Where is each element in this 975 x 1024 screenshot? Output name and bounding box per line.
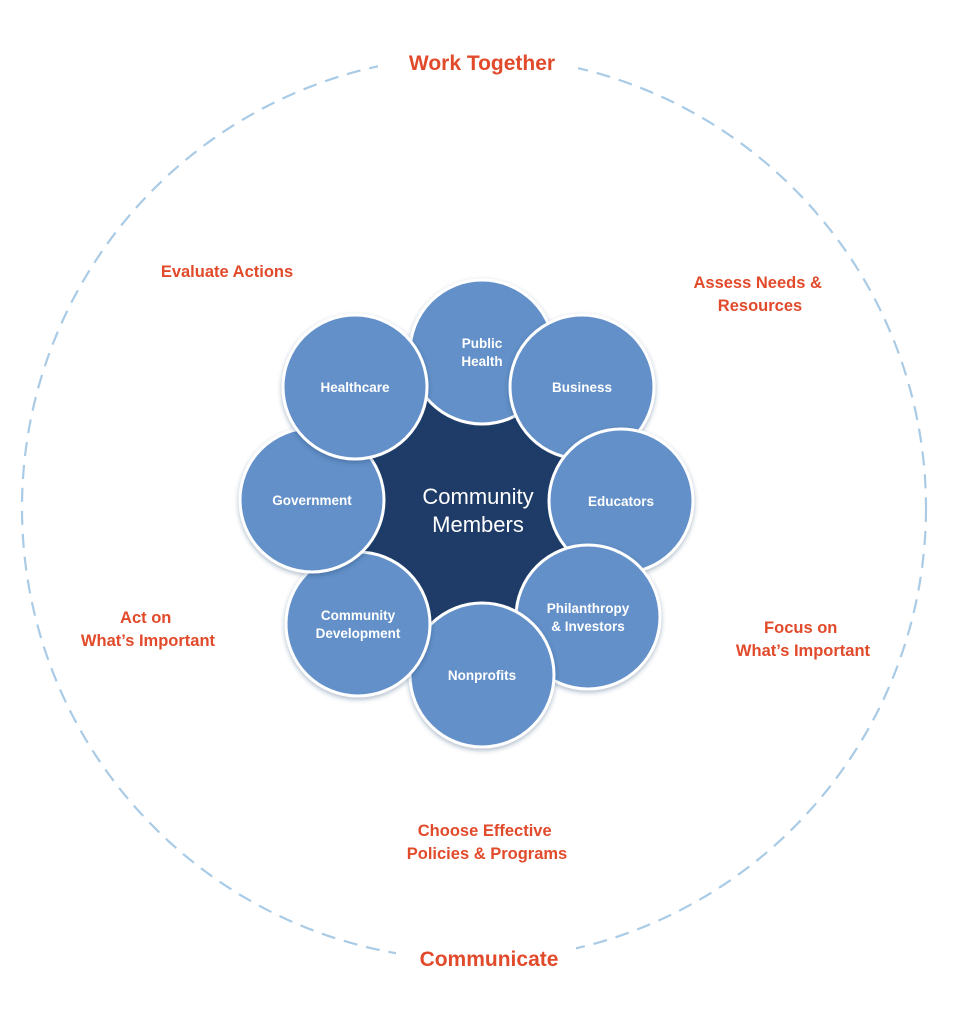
step-assess-label: Assess Needs & Resources (693, 274, 826, 315)
communicate-label: Communicate (420, 948, 559, 971)
stakeholder-label: Philanthropy & Investors (547, 601, 630, 634)
stakeholder-label: Nonprofits (448, 668, 516, 683)
work-together-label: Work Together (409, 52, 555, 75)
stakeholder-label-line2: & Investors (551, 619, 625, 634)
stakeholder-5: Nonprofits (408, 601, 556, 749)
stakeholder-label-line2: Health (461, 354, 502, 369)
step-focus-label: Focus on What’s Important (736, 619, 871, 660)
stakeholder-label: Business (552, 380, 612, 395)
stakeholder-label: Government (272, 493, 352, 508)
stakeholder-circle (284, 550, 432, 698)
stakeholder-2: Business (508, 313, 656, 461)
stakeholder-label: Educators (588, 494, 654, 509)
stakeholder-label-line1: Government (272, 493, 352, 508)
stakeholder-label-line1: Public (462, 336, 503, 351)
step-evaluate-label: Evaluate Actions (161, 263, 293, 281)
stakeholder-label-line1: Nonprofits (448, 668, 516, 683)
stakeholder-8: Healthcare (281, 313, 429, 461)
stakeholder-label-line1: Community (321, 608, 396, 623)
stakeholder-label-line1: Business (552, 380, 612, 395)
stakeholder-label-line1: Philanthropy (547, 601, 630, 616)
stakeholder-7: Government (238, 426, 386, 574)
bottom-label-gap (396, 940, 576, 980)
stakeholder-label: Healthcare (320, 380, 390, 395)
community-members-line2: Members (432, 512, 524, 537)
step-choose-label: Choose Effective Policies & Programs (407, 822, 567, 863)
top-label-gap (378, 44, 578, 84)
stakeholder-label-line2: Development (316, 626, 401, 641)
stakeholder-circle (281, 313, 429, 461)
stakeholder-3: Educators (547, 427, 695, 575)
step-act-label: Act on What’s Important (81, 609, 216, 650)
community-members-line1: Community (422, 484, 533, 509)
stakeholder-label-line1: Healthcare (320, 380, 390, 395)
stakeholder-label-line1: Educators (588, 494, 654, 509)
